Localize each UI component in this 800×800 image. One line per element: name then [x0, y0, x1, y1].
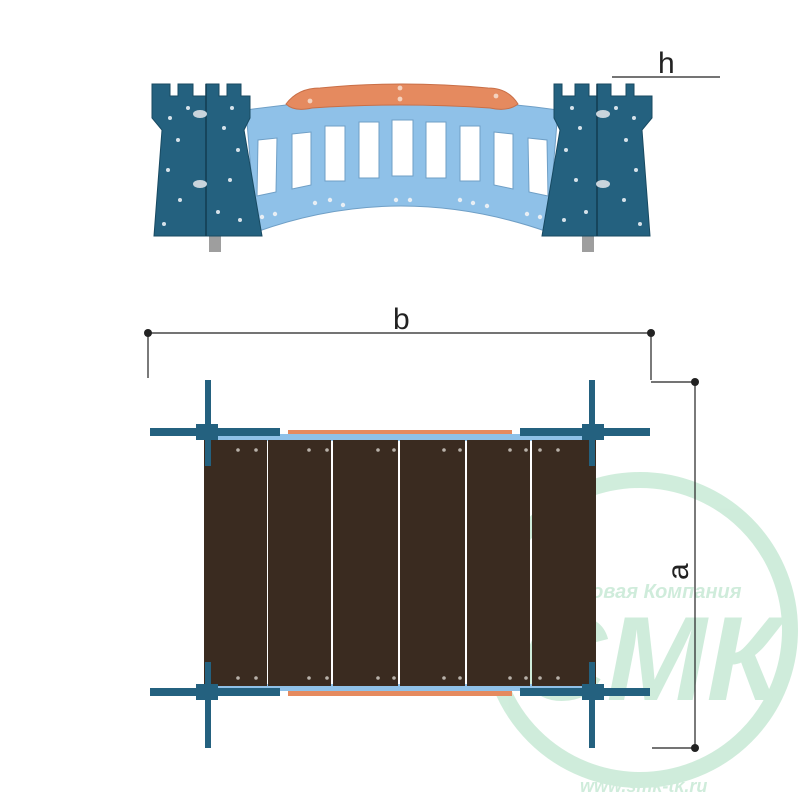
handrail: [285, 83, 519, 110]
front-view: h: [151, 47, 720, 252]
deck-plank: [532, 440, 596, 686]
height-label: h: [658, 47, 675, 80]
top-tower-frames: [150, 380, 650, 748]
deck: [204, 440, 596, 686]
top-handrail-lower: [288, 688, 512, 696]
deck-plank: [333, 440, 398, 686]
deck-plank: [268, 440, 331, 686]
watermark-url: www.smk-tk.ru: [580, 776, 707, 796]
depth-label: a: [662, 563, 695, 580]
depth-dimension-endpoint: [691, 744, 699, 752]
top-side-panel-upper: [206, 434, 594, 441]
top-side-panel-lower: [206, 684, 594, 691]
width-label: b: [393, 303, 410, 336]
bridge-bolts: [259, 197, 543, 220]
right-post: [582, 236, 594, 252]
railing-openings: [256, 119, 549, 197]
width-dimension-endpoint: [144, 329, 152, 337]
handrail-bolts: [307, 85, 499, 104]
right-tower: [541, 83, 653, 237]
width-dimension-endpoint: [647, 329, 655, 337]
deck-plank: [204, 440, 267, 686]
left-post: [209, 236, 221, 252]
deck-plank: [467, 440, 530, 686]
top-view: Торговая Компания СМК www.smk-tk.ru: [144, 303, 798, 796]
deck-plank: [400, 440, 465, 686]
left-tower: [151, 83, 263, 237]
depth-dimension-endpoint: [691, 378, 699, 386]
